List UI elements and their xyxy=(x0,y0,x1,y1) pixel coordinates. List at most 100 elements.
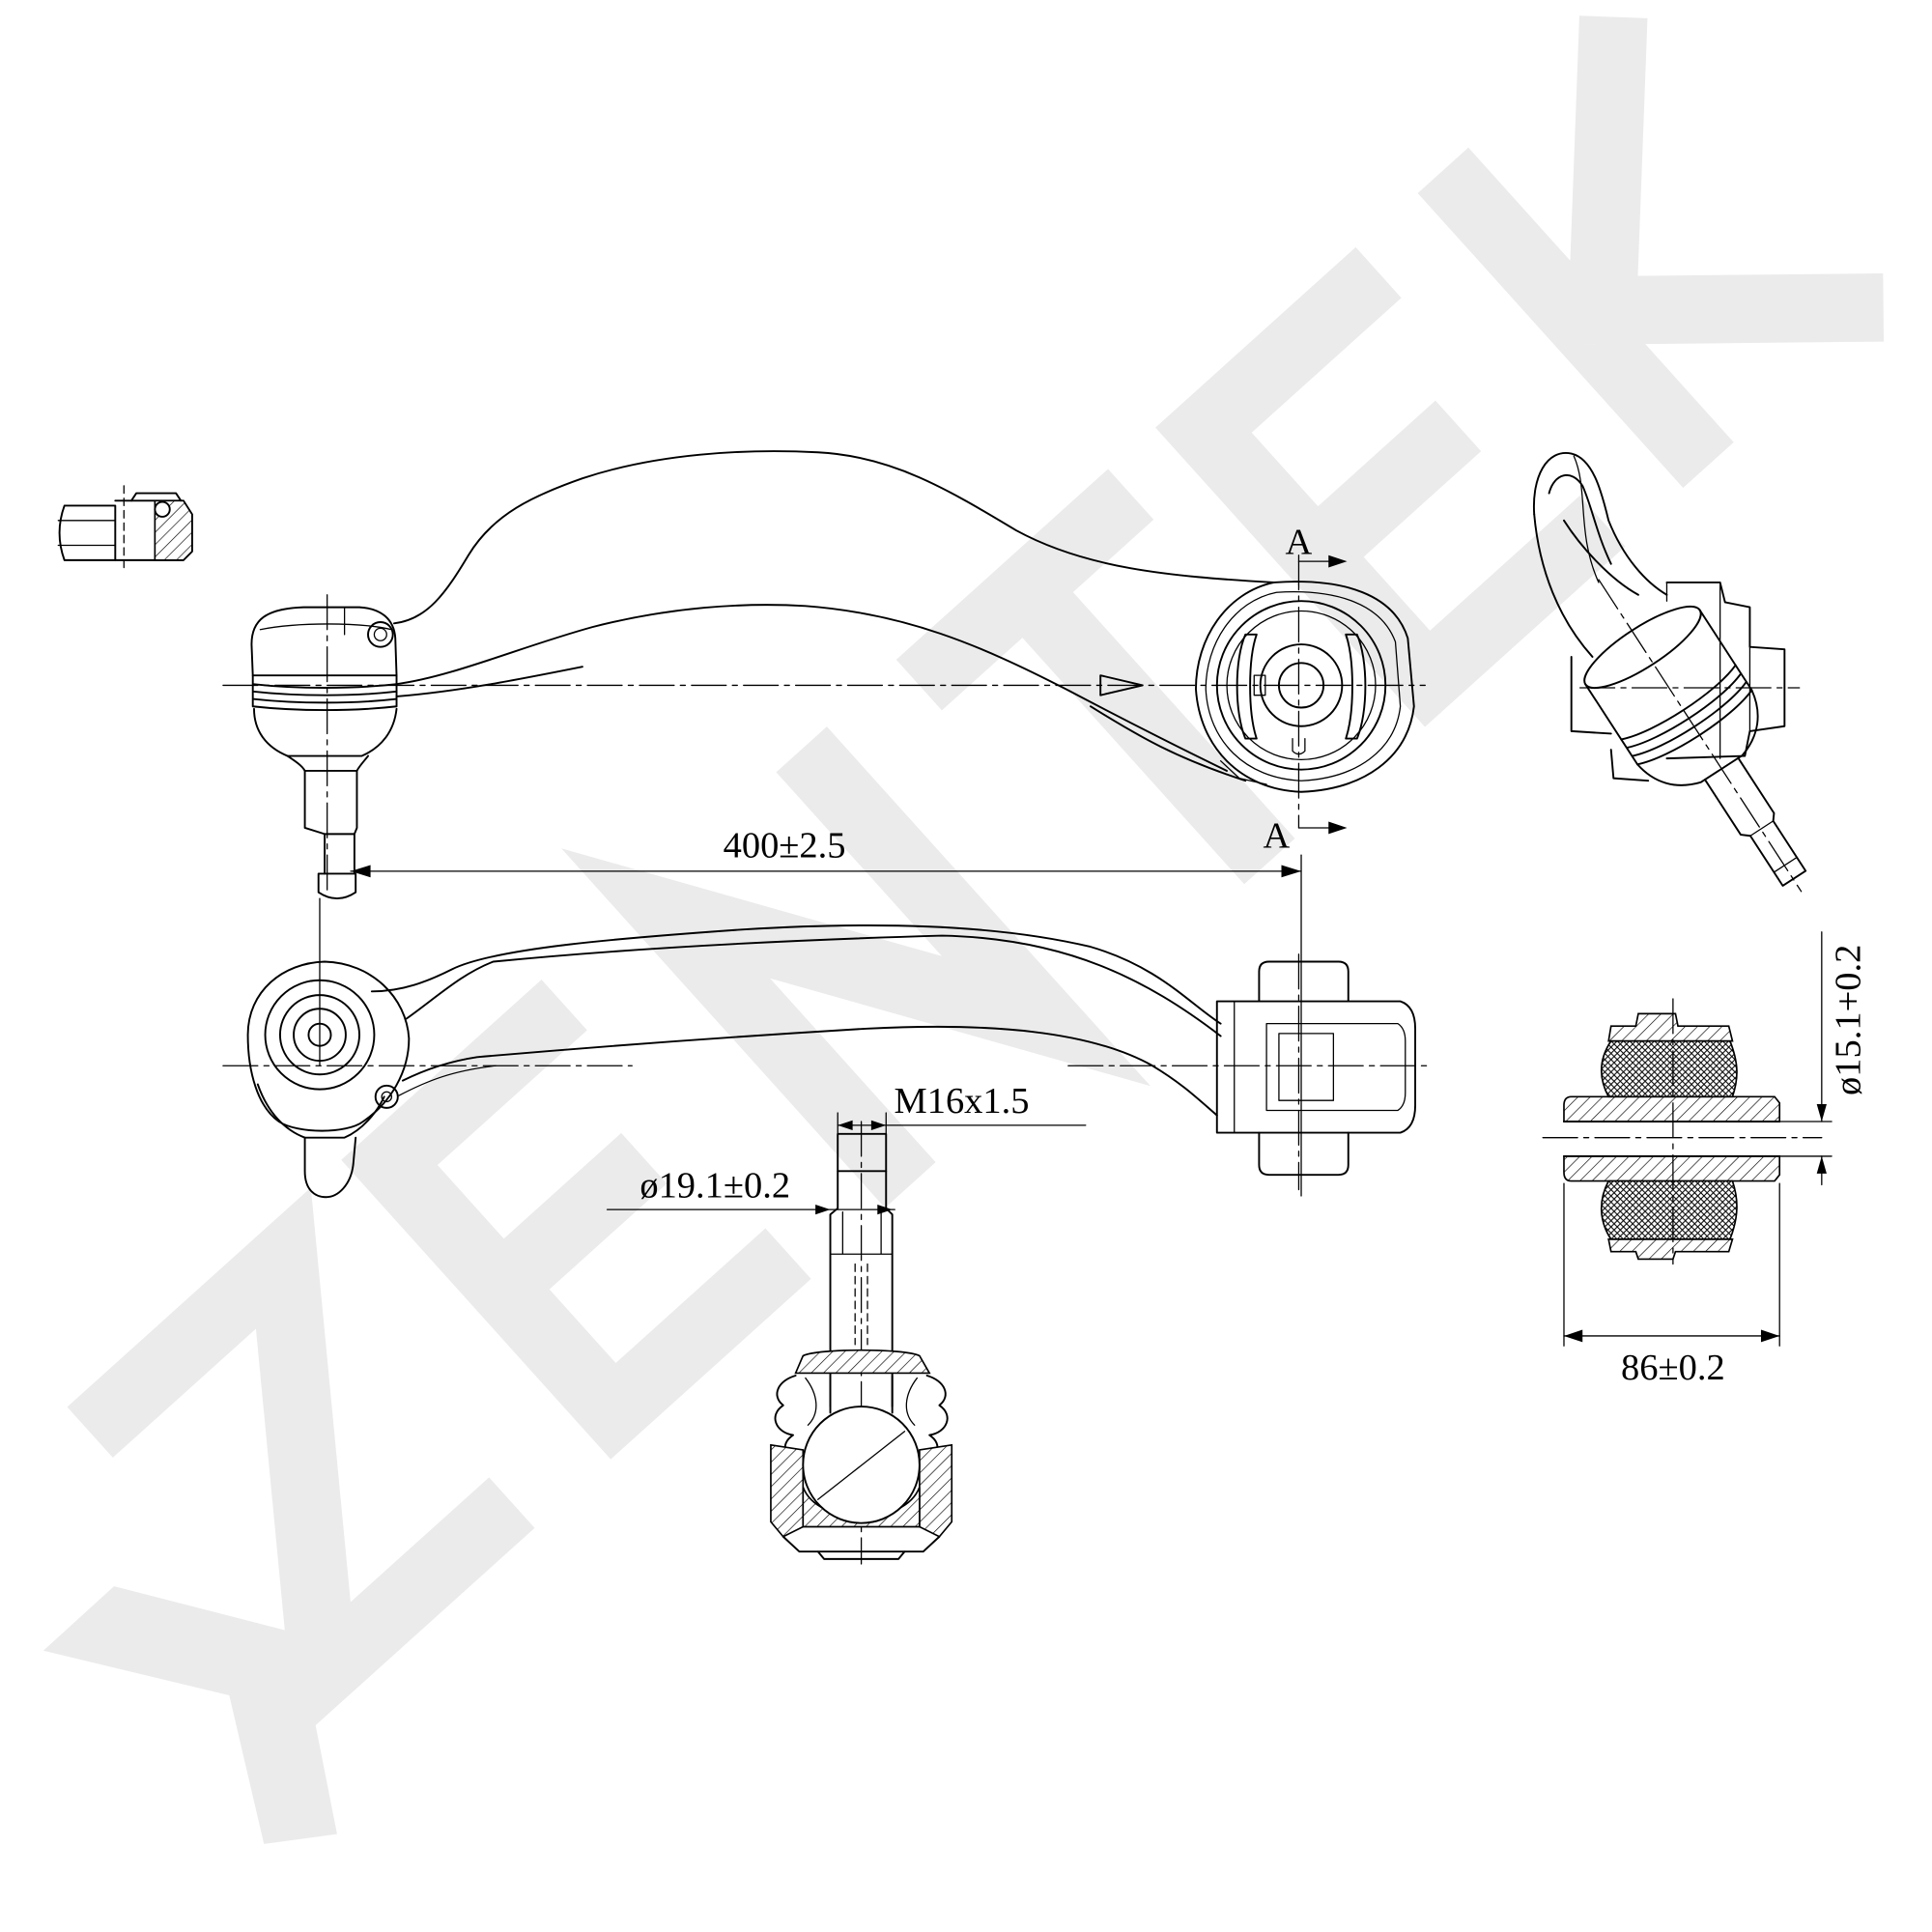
perspective-link-inner xyxy=(1548,474,1639,596)
top-ball-joint-body xyxy=(253,707,398,757)
dimension-bushing-bore-arrow-bottom xyxy=(1816,1155,1827,1174)
top-bushing-ring-inner xyxy=(1226,610,1377,761)
perspective-link-outer xyxy=(1532,452,1668,596)
dimension-bushing-width-arrow-left xyxy=(1563,1329,1583,1343)
section-label-top: A xyxy=(1286,522,1313,562)
dimension-thread-label: M16x1.5 xyxy=(895,1081,1030,1122)
top-ball-joint-cap-seam xyxy=(259,608,393,636)
top-bushing-bracket xyxy=(1219,760,1267,785)
dimension-arm-length-arrow-right xyxy=(1281,865,1302,878)
watermark-glyph-2 xyxy=(341,980,811,1460)
perspective-ball-joint-axis xyxy=(1598,579,1803,893)
side-bushing xyxy=(1215,953,1417,1191)
watermark-chevron xyxy=(43,1586,337,1844)
ball-joint-neck xyxy=(829,1375,894,1414)
nut-view xyxy=(57,485,193,571)
dimension-arm-length-label: 400±2.5 xyxy=(724,826,846,867)
ball-joint-bottom-plug xyxy=(781,1535,941,1560)
top-bushing-right-slot xyxy=(1345,633,1367,740)
top-ball-joint-ear-hole xyxy=(373,627,387,641)
side-bushing-bottom-lug xyxy=(1258,1131,1350,1177)
ball-joint-seal-cap xyxy=(794,1349,931,1375)
dimension-bushing-width-label: 86±0.2 xyxy=(1621,1348,1725,1388)
ball-joint-boot-right xyxy=(918,1375,949,1459)
section-label-bottom: A xyxy=(1263,815,1290,856)
top-bushing-sleeve xyxy=(1259,643,1344,727)
side-arm-upper-edge xyxy=(370,924,1222,1025)
perspective-view xyxy=(1532,452,1807,893)
side-bushing-inner xyxy=(1265,1023,1406,1112)
side-bushing-sleeve xyxy=(1278,1033,1335,1101)
top-bushing-key xyxy=(1253,674,1266,696)
upper-arm-side-view xyxy=(222,924,1433,1199)
bushing-outer-sleeve-top xyxy=(1607,1012,1734,1042)
section-arrow-bottom-head xyxy=(1328,821,1348,835)
dimension-thread: M16x1.5 xyxy=(837,1081,1087,1135)
side-ball-joint-ring-2 xyxy=(278,994,360,1076)
side-ball-joint-housing xyxy=(246,960,411,1132)
top-bushing-left-slot xyxy=(1236,633,1258,740)
top-bushing-bore xyxy=(1277,662,1325,709)
perspective-bushing-box xyxy=(1665,581,1786,760)
dimension-arm-length-arrow-left xyxy=(351,865,371,878)
ball-joint-housing-left xyxy=(770,1443,805,1538)
top-ball-joint-neck xyxy=(286,754,369,772)
ball-joint-ball-diagonal xyxy=(817,1431,906,1500)
ball-joint-housing-right xyxy=(919,1443,953,1538)
upper-arm-top-view: A A xyxy=(222,450,1426,900)
side-bushing-top-lug xyxy=(1258,960,1350,1003)
dimension-bushing-bore-arrow-top xyxy=(1816,1104,1827,1122)
ball-joint-boot-left xyxy=(774,1375,805,1459)
top-view-direction-triangle xyxy=(1099,674,1144,696)
side-ball-joint-ring-1 xyxy=(264,979,376,1091)
dimension-thread-arrow-left xyxy=(838,1120,853,1130)
watermark-glyph-5 xyxy=(1155,246,1626,727)
top-ball-joint-stud xyxy=(303,769,358,875)
watermark-glyph-1 xyxy=(67,1187,535,1744)
dimension-thread-extensions xyxy=(837,1112,887,1135)
top-ball-joint-rings xyxy=(251,674,398,712)
ball-joint-section xyxy=(770,1121,953,1565)
top-arm-upper-edge xyxy=(392,450,1275,625)
watermark-glyph-4 xyxy=(895,469,1295,885)
perspective-bracket xyxy=(1570,655,1650,782)
perspective-ball-joint xyxy=(1583,579,1807,893)
ball-joint-hidden-lines xyxy=(854,1263,868,1346)
dimension-bushing-width-arrow-right xyxy=(1760,1329,1780,1343)
top-bushing-inner-outline xyxy=(1205,591,1402,781)
bushing-section xyxy=(1542,998,1823,1265)
perspective-ball-joint-stud xyxy=(1704,756,1807,887)
side-ball-joint-skirt xyxy=(256,1083,385,1139)
nut-hex-face-lines xyxy=(57,520,116,547)
perspective-link-left xyxy=(1533,513,1594,658)
watermark-glyph-3 xyxy=(561,726,1151,1208)
dimension-arm-length: 400±2.5 xyxy=(319,826,1302,1197)
dimension-bushing-bore: ø15.1+0.2 xyxy=(1778,931,1869,1186)
side-arm-upper-inner-edge xyxy=(405,934,1222,1037)
side-bushing-housing xyxy=(1215,1000,1417,1134)
ball-joint-thread-lines xyxy=(829,1211,894,1255)
bushing-bore-lines xyxy=(1563,1121,1781,1157)
watermark xyxy=(43,15,1885,1844)
nut-insert-circle xyxy=(154,500,171,518)
side-arm-lower-edge xyxy=(401,1025,1218,1117)
dimension-thread-arrow-right xyxy=(870,1120,887,1130)
dimension-bushing-width-extensions xyxy=(1563,1182,1780,1347)
top-arm-flange-edge xyxy=(395,666,1247,782)
side-ball-joint-ear-hole xyxy=(381,1091,393,1103)
top-arm-lower-edge xyxy=(395,604,1229,772)
section-marker-a: A A xyxy=(1263,522,1348,856)
nut-hex-body xyxy=(58,504,117,561)
perspective-bushing-lines xyxy=(1665,582,1751,759)
top-ball-joint-cap xyxy=(250,606,398,677)
side-arm-lower-inner-edge xyxy=(398,1065,497,1096)
bushing-inner-sleeve-bottom xyxy=(1563,1155,1781,1182)
bushing-inner-sleeve-top xyxy=(1563,1095,1781,1122)
nut-cap xyxy=(130,492,183,502)
dimension-bushing-bore-label: ø15.1+0.2 xyxy=(1829,945,1869,1095)
side-ball-joint xyxy=(246,960,411,1199)
dimension-bushing-width: 86±0.2 xyxy=(1563,1182,1780,1388)
bushing-outer-sleeve-bottom xyxy=(1607,1238,1734,1261)
perspective-link-edge xyxy=(1573,455,1600,583)
